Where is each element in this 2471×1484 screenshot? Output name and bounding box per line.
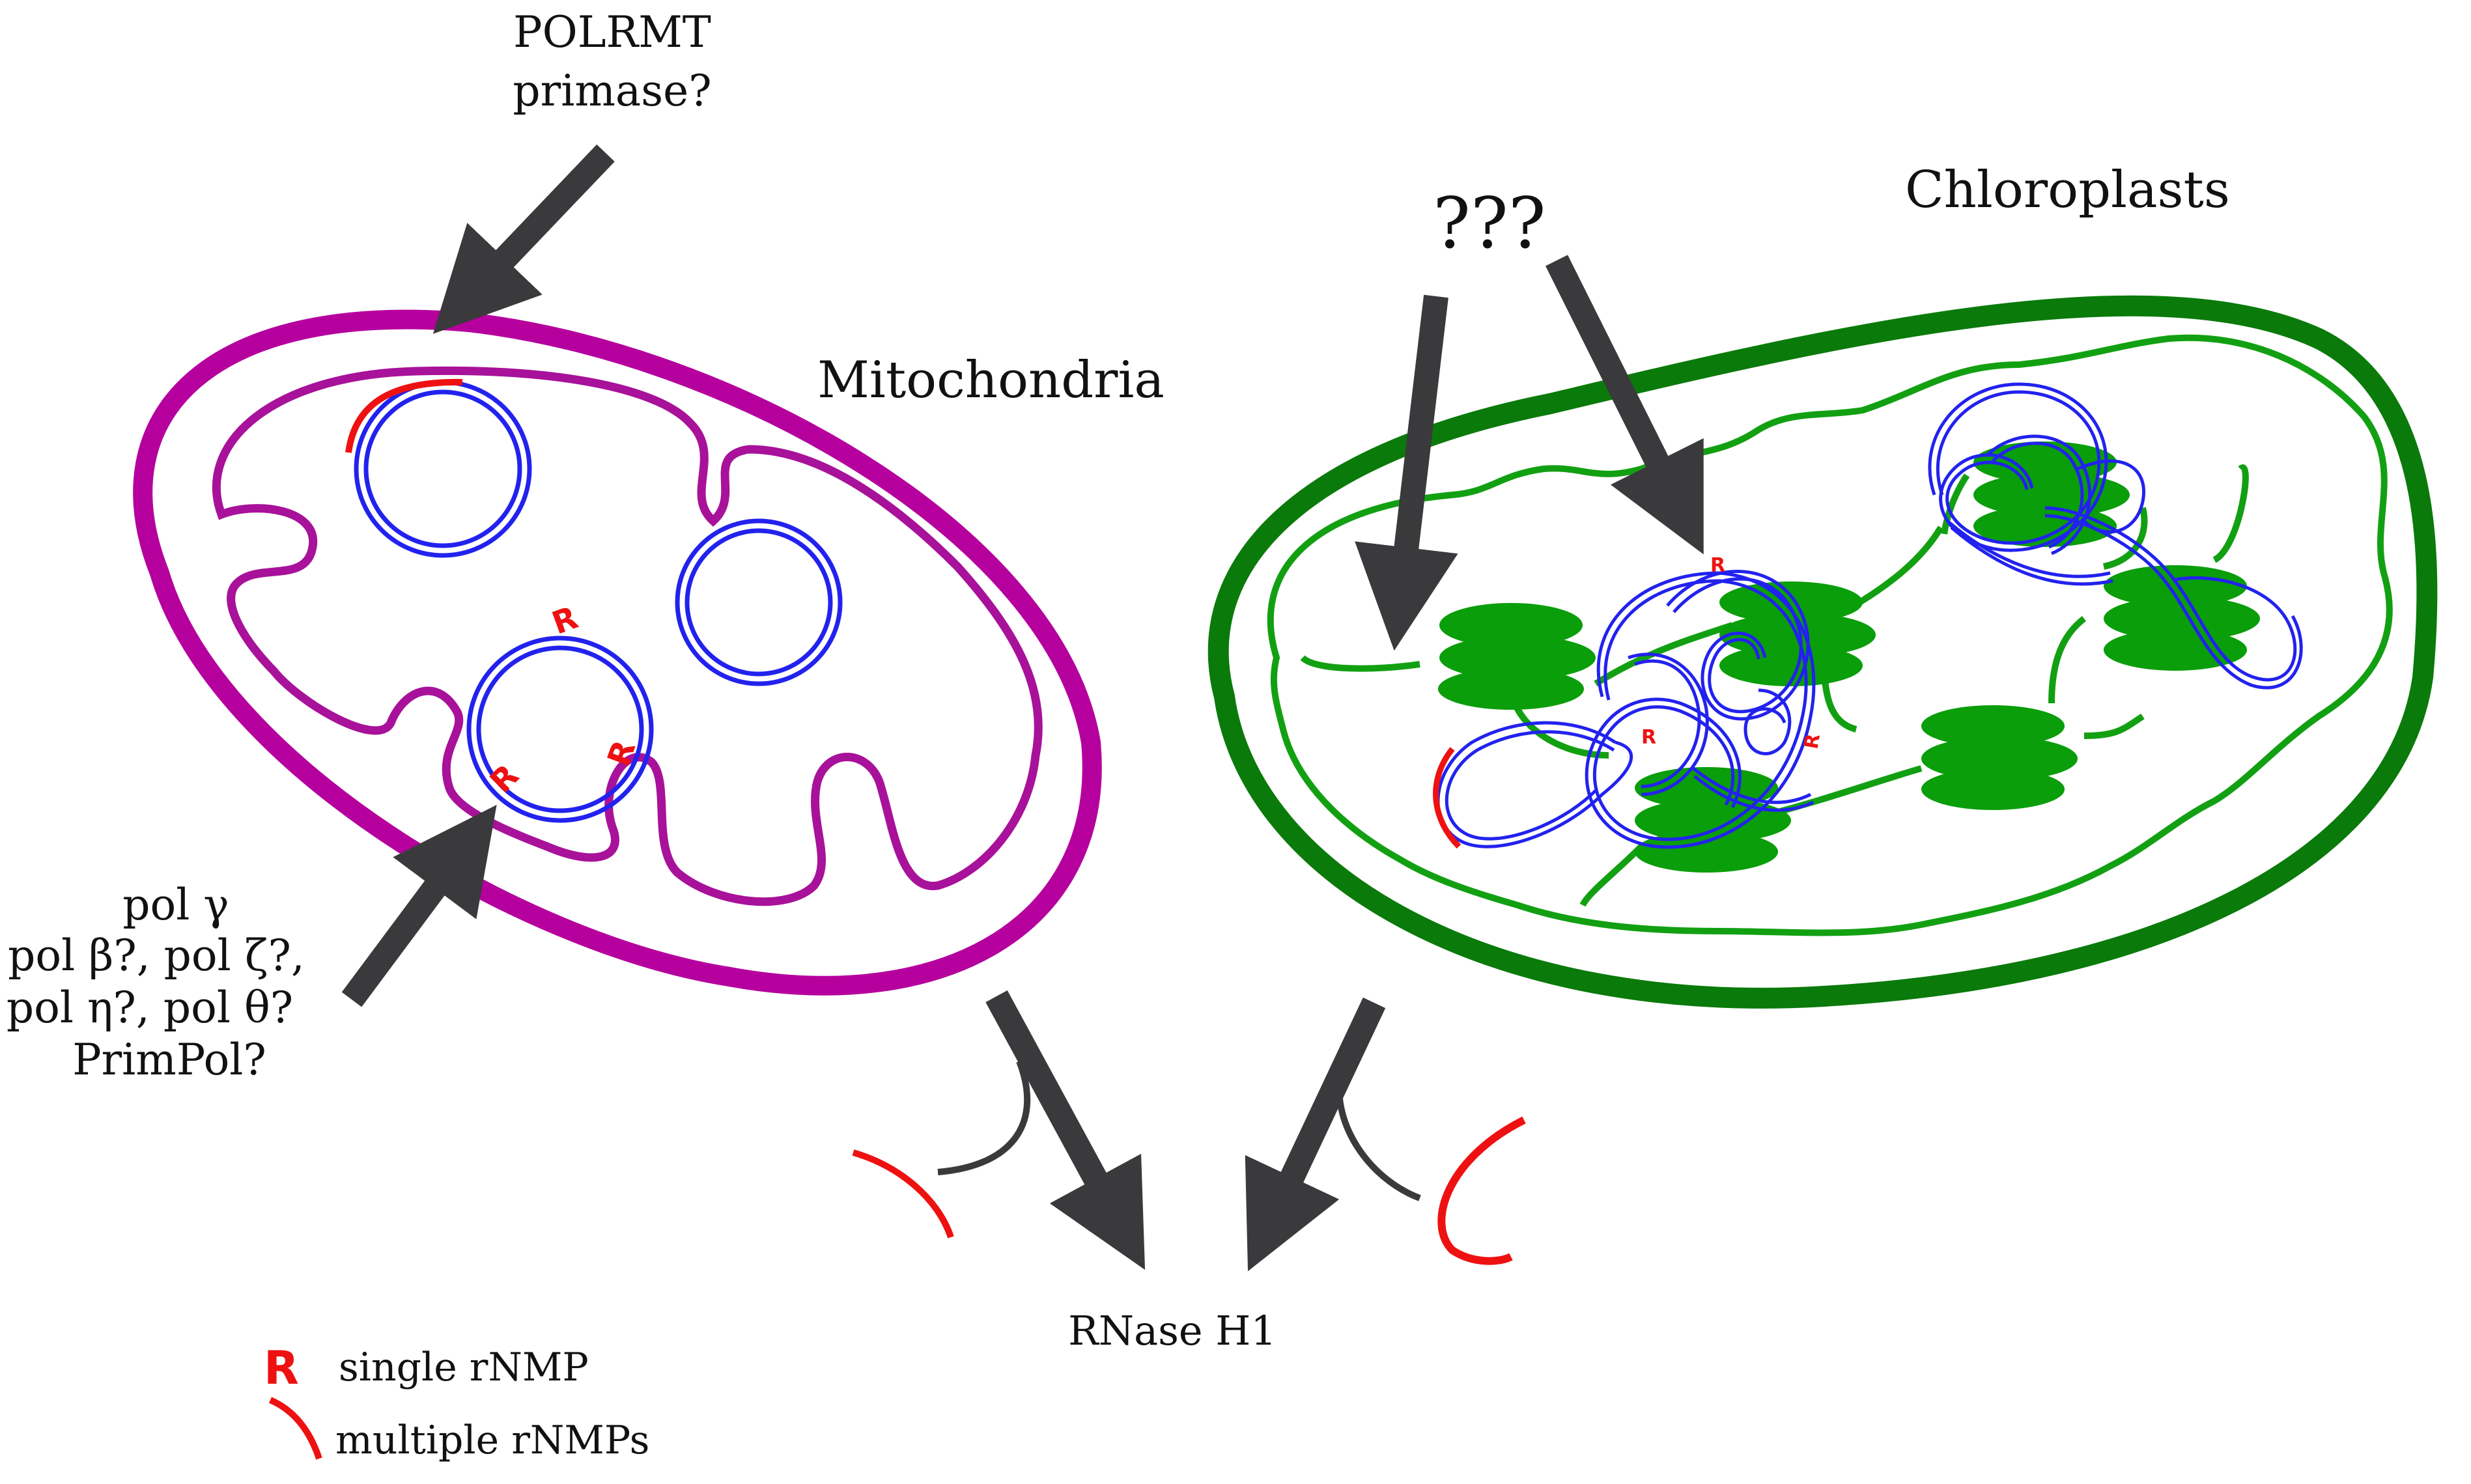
rnmp-marker: R — [1800, 732, 1825, 751]
mtdna-circle-3 — [466, 636, 654, 823]
mitochondrion-cristae — [212, 366, 1043, 906]
label-chloroplasts: Chloroplasts — [1905, 161, 2230, 219]
rna-stretch-ctdna — [1433, 747, 1461, 849]
arrow-pol-to-mito — [341, 804, 497, 1007]
rna-stretch-mtdna — [345, 378, 463, 453]
granum-4 — [2104, 565, 2260, 671]
arrow-chloro-to-rnase — [1245, 997, 1386, 1272]
legend: R single rNMP multiple rNMPs — [264, 1341, 649, 1463]
legend-multiple-symbol — [268, 1397, 322, 1460]
arrow-query-to-chloro-left — [1355, 294, 1458, 651]
label-mitochondria: Mitochondria — [817, 351, 1165, 410]
arrows — [341, 144, 1704, 1272]
legend-single-rnmp: single rNMP — [339, 1345, 589, 1390]
ctdna-tangle-2 — [1928, 382, 2303, 690]
label-primase: primase? — [513, 66, 711, 116]
rnase-cut-connector-right — [1336, 1067, 1421, 1201]
legend-multiple-rnmps: multiple rNMPs — [335, 1418, 649, 1463]
granum-3 — [1973, 441, 2130, 547]
mtdna-circle-2 — [675, 518, 843, 686]
label-pol-beta-zeta: pol β?, pol ζ?, — [8, 931, 305, 981]
label-pol-gamma: pol γ — [122, 880, 229, 930]
legend-r-symbol: R — [264, 1341, 299, 1395]
chloroplast: R R R — [1207, 295, 2438, 1009]
mitochondrion: R R R — [133, 309, 1102, 996]
label-pol-eta-theta: pol η?, pol θ? — [7, 983, 293, 1033]
mtdna-circle-1 — [345, 378, 532, 558]
rnmp-marker: R — [1641, 726, 1656, 749]
label-polrmt: POLRMT — [513, 7, 711, 57]
labels: POLRMT primase? Mitochondria Chloroplast… — [7, 7, 2230, 1354]
ctdna-tangle-1 — [1436, 570, 1816, 849]
arrow-query-to-chloro-right — [1546, 255, 1704, 555]
arrow-mito-to-rnase — [985, 990, 1146, 1270]
rnmp-marker: R — [600, 736, 643, 771]
granum-1 — [1438, 603, 1596, 710]
label-unknown-polymerases: ??? — [1433, 183, 1546, 264]
rnmp-marker: R — [1710, 554, 1725, 577]
rnase-cut-connector-left — [937, 1060, 1031, 1175]
label-primpol: PrimPol? — [72, 1035, 266, 1085]
released-rna-right — [1437, 1116, 1526, 1265]
released-rna — [852, 1060, 1526, 1265]
chloroplast-outer-membrane — [1207, 295, 2438, 1009]
released-rna-left — [852, 1149, 954, 1239]
rnmp-marker: R — [547, 599, 582, 641]
rnmp-marker: R — [483, 757, 526, 800]
granum-5 — [1921, 705, 2078, 810]
arrow-polrmt-to-mito — [432, 144, 615, 334]
label-rnase-h1: RNase H1 — [1068, 1307, 1277, 1354]
